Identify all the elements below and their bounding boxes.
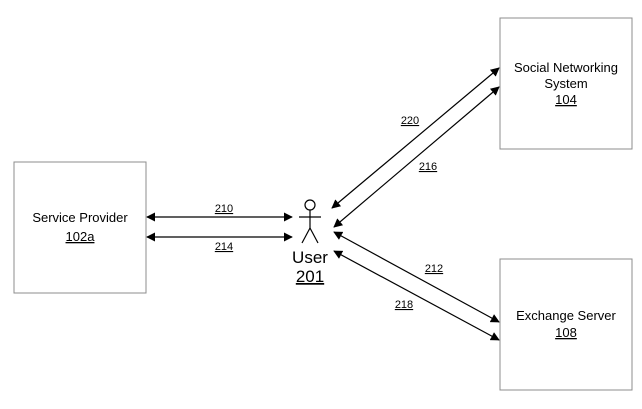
connector-220 [331,67,500,209]
social-networking-system-box [499,17,633,150]
user-title: User [292,248,328,267]
social-networking-system-node[interactable]: Social Networking System 104 [499,17,633,150]
exchange-server-box [499,258,633,391]
edge-label-210: 210 [215,203,233,215]
connector-216 [333,86,500,228]
edge-label-212: 212 [425,263,443,275]
service-provider-ref: 102a [66,229,96,244]
user-actor[interactable]: User 201 [292,199,328,286]
social-networking-system-title-line2: System [544,76,587,91]
service-provider-box [13,161,147,294]
service-provider-node[interactable]: Service Provider 102a [13,161,147,294]
service-provider-title: Service Provider [32,210,128,225]
user-figure-icon [299,199,321,244]
connector-212 [333,231,500,323]
exchange-server-title: Exchange Server [516,308,616,323]
connector-218 [333,250,500,341]
edge-label-218: 218 [395,299,413,311]
user-ref: 201 [296,267,324,286]
edge-label-214: 214 [215,241,233,253]
exchange-server-node[interactable]: Exchange Server 108 [499,258,633,391]
edge-label-216: 216 [419,161,437,173]
edge-label-220: 220 [401,115,419,127]
social-networking-system-ref: 104 [555,92,577,107]
exchange-server-ref: 108 [555,325,577,340]
social-networking-system-title-line1: Social Networking [514,60,618,75]
